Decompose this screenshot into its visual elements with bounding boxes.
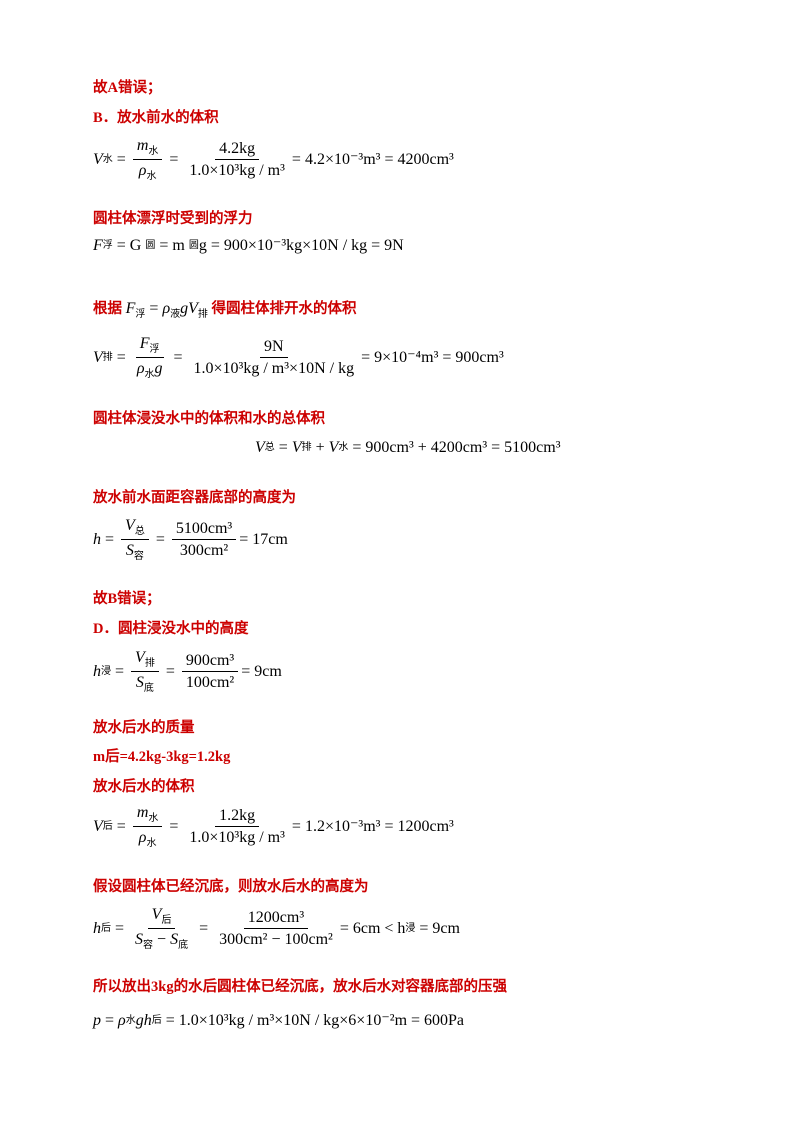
- heading-b-volume-before: B．放水前水的体积: [93, 110, 219, 126]
- heading-volume-after: 放水后水的体积: [93, 779, 195, 795]
- heading-displaced-volume: 根据 F浮 = ρ液gV排 得圆柱体排开水的体积: [93, 300, 357, 320]
- heading-water-height-before: 放水前水面距容器底部的高度为: [93, 490, 296, 506]
- heading-d-immersed-height: D．圆柱浸没水中的高度: [93, 621, 249, 637]
- heading-total-volume: 圆柱体浸没水中的体积和水的总体积: [93, 411, 325, 427]
- heading-assume-sunk: 假设圆柱体已经沉底，则放水后水的高度为: [93, 879, 369, 895]
- heading-case-a-wrong: 故A错误；: [93, 80, 162, 96]
- heading-case-b-wrong: 故B错误；: [93, 591, 161, 607]
- heading-pressure: 所以放出3kg的水后圆柱体已经沉底，放水后水对容器底部的压强: [93, 979, 508, 995]
- heading-buoyancy-floating: 圆柱体漂浮时受到的浮力: [93, 211, 253, 227]
- heading-mass-after: 放水后水的质量: [93, 720, 195, 736]
- equation-mass-after: m后=4.2kg-3kg=1.2kg: [93, 749, 231, 765]
